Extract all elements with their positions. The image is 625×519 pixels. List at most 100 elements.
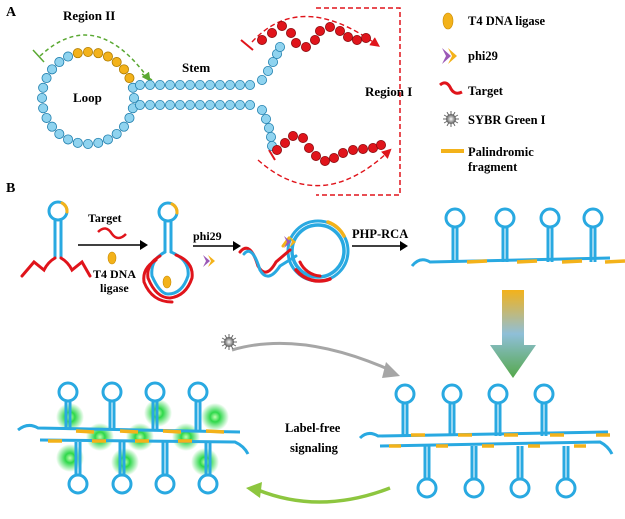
region-ii-tick-right: [141, 73, 153, 81]
step-phi29-icon: [203, 255, 215, 267]
loop-bead: [37, 93, 48, 104]
target-bead-lower: [357, 143, 368, 154]
sybr-ray: [232, 343, 237, 347]
probe-with-target: [20, 200, 92, 278]
step-arrow-1-head: [140, 240, 148, 250]
arm-bead-lower: [263, 123, 274, 134]
arm-bead-upper: [256, 75, 267, 86]
target-bead-lower: [375, 139, 386, 150]
stem-bead-bottom: [204, 100, 215, 111]
sybr-ray: [446, 111, 450, 116]
sybr-ray: [232, 337, 237, 341]
loop-bead: [72, 137, 83, 148]
rca-phi29-icon: [284, 236, 296, 248]
stem-bead-top: [214, 80, 225, 91]
step-target-strand: [97, 227, 127, 240]
region-i-tick-top: [240, 39, 254, 51]
sybr-ray: [452, 122, 456, 127]
loop-bead: [111, 128, 122, 139]
stem-bead-bottom: [224, 100, 235, 111]
sybr-ray: [452, 111, 456, 116]
loop-bead: [54, 57, 65, 68]
target-bead-upper: [342, 32, 353, 43]
region-i-arc-bottom: [257, 148, 392, 187]
stem-bead-top: [184, 80, 195, 91]
hairpin-loop: [67, 473, 89, 495]
loop-bead: [54, 128, 65, 139]
target-bead-lower: [310, 150, 321, 161]
target-bead-upper: [334, 25, 345, 36]
palindromic-segment: [75, 429, 95, 434]
loop-bead-palindromic: [93, 48, 104, 59]
target-legend-icon: [439, 81, 463, 95]
backbone-strand: [39, 438, 250, 455]
stem-bead-bottom: [144, 100, 155, 111]
arm-bead-lower: [265, 131, 276, 142]
panel-b-label: B: [6, 181, 15, 196]
sybr-step-icon: [221, 334, 237, 350]
region-ii-tick-left: [32, 49, 45, 63]
region-ii-label: Region II: [63, 8, 115, 23]
hairpin-loop: [197, 473, 219, 495]
sybr-core: [446, 114, 456, 124]
sybr-ray: [221, 337, 226, 341]
target-bead-lower: [303, 142, 314, 153]
hairpin-loop: [101, 381, 123, 403]
stem-bead-top: [224, 80, 235, 91]
loop-bead: [93, 137, 104, 148]
sybr-ray: [221, 343, 226, 347]
region-ii-arc: [39, 34, 151, 82]
ligated-probe: [142, 201, 194, 304]
loop-bead: [41, 73, 52, 84]
stem-bead-bottom: [184, 100, 195, 111]
legend-ligase-text: T4 DNA ligase: [468, 14, 546, 28]
sybr-glow: [126, 423, 154, 451]
loop-bead-palindromic: [118, 64, 129, 75]
legend-target-text: Target: [468, 84, 504, 98]
target-bead-upper: [314, 25, 325, 36]
stem-bead-top: [154, 80, 165, 91]
stem-bead-top: [204, 80, 215, 91]
loop-bead: [47, 64, 58, 75]
stem-bead-bottom: [214, 100, 225, 111]
target-bead-lower: [297, 132, 308, 143]
step-ligase-label-1: T4 DNA: [93, 267, 136, 281]
loop-bead: [128, 93, 139, 104]
backbone-strand: [379, 440, 614, 455]
arm-bead-upper: [267, 57, 278, 68]
stem-bead-top: [234, 80, 245, 91]
legend-palindromic-text-2: fragment: [468, 160, 518, 174]
legend-phi29-text: phi29: [468, 49, 498, 63]
grey-curved-arrow-head: [382, 362, 400, 378]
rolling-circle: [238, 219, 350, 283]
stem-bead-bottom: [164, 100, 175, 111]
loop-bead: [102, 134, 113, 145]
hairpin-loop: [416, 477, 438, 499]
step-arrow-2-head: [233, 241, 241, 251]
stem-bead-bottom: [234, 100, 245, 111]
hairpin-loop: [187, 381, 209, 403]
phi29-legend-icon: [442, 48, 457, 64]
sybr-ray: [454, 114, 459, 118]
arm-bead-lower: [256, 105, 267, 116]
step-phi29-label: phi29: [193, 229, 222, 243]
target-bead-upper: [360, 33, 371, 44]
hairpin-probe-beads: [37, 20, 386, 166]
hairpin-loop: [444, 207, 466, 229]
sybr-glow: [201, 403, 229, 431]
palindromic-segment: [516, 259, 538, 264]
loop-bead: [83, 138, 94, 149]
hairpin-loop: [394, 383, 416, 405]
green-curved-arrow-head: [246, 482, 262, 498]
hairpin-loop: [539, 207, 561, 229]
palindromic-segment: [466, 259, 488, 264]
signal-label-2: signaling: [290, 441, 339, 455]
stem-bead-top: [164, 80, 175, 91]
loop-bead-palindromic: [72, 48, 83, 59]
target-bead-lower: [328, 152, 339, 163]
rca-product-single: [410, 207, 625, 267]
stem-bead-bottom: [244, 100, 255, 111]
loop-bead: [38, 103, 49, 114]
stem-bead-top: [194, 80, 205, 91]
